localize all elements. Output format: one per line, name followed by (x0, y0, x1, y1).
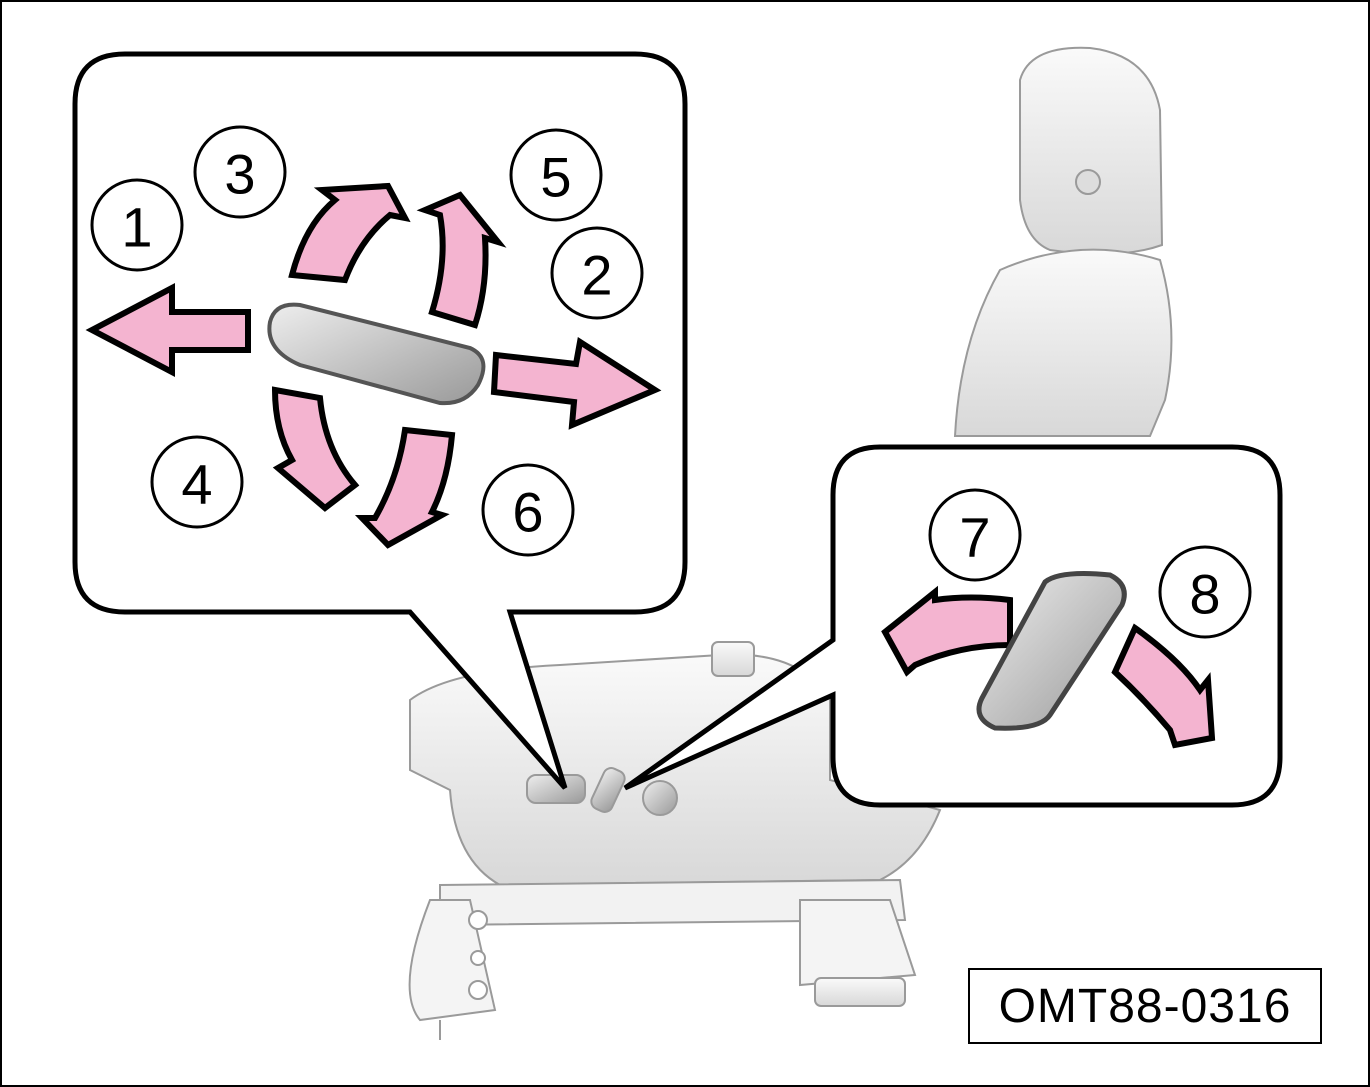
arrow-up-3 (288, 182, 411, 284)
seat-lumbar-knob (642, 780, 678, 816)
label-2: 2 (550, 226, 644, 320)
label-1: 1 (90, 178, 184, 272)
figure-code-label: OMT88-0316 (968, 968, 1322, 1044)
arrow-up-5 (416, 191, 507, 329)
arrow-down-6 (354, 426, 456, 549)
label-5: 5 (509, 128, 603, 222)
seat-leg-rear (799, 899, 917, 987)
recline-switch-closeup (976, 571, 1127, 731)
headrest-button (1075, 169, 1101, 195)
seat-backrest (953, 248, 1173, 437)
label-4: 4 (150, 435, 244, 529)
seat-switch-recline (590, 767, 626, 813)
svg-text:4: 4 (181, 453, 212, 516)
svg-text:7: 7 (959, 506, 990, 569)
callout-seat-switch (72, 51, 688, 790)
seat-switch-closeup (267, 302, 486, 406)
arrow-recline-forward-7 (881, 585, 1013, 677)
arrow-backward-2 (490, 337, 662, 430)
svg-text:5: 5 (540, 146, 571, 209)
svg-text:3: 3 (224, 143, 255, 206)
seat-belt-buckle (711, 641, 755, 677)
svg-text:6: 6 (512, 481, 543, 544)
arrow-down-4 (271, 386, 360, 512)
headrest (1019, 46, 1164, 255)
label-3: 3 (193, 125, 287, 219)
arrow-forward-1 (85, 283, 251, 377)
label-6: 6 (481, 463, 575, 557)
svg-text:8: 8 (1189, 563, 1220, 626)
label-7: 7 (928, 488, 1022, 582)
switch-knobs (267, 302, 1127, 731)
label-8: 8 (1158, 545, 1252, 639)
svg-text:1: 1 (121, 196, 152, 259)
svg-text:2: 2 (581, 244, 612, 307)
arrow-recline-backward-8 (1111, 623, 1216, 749)
